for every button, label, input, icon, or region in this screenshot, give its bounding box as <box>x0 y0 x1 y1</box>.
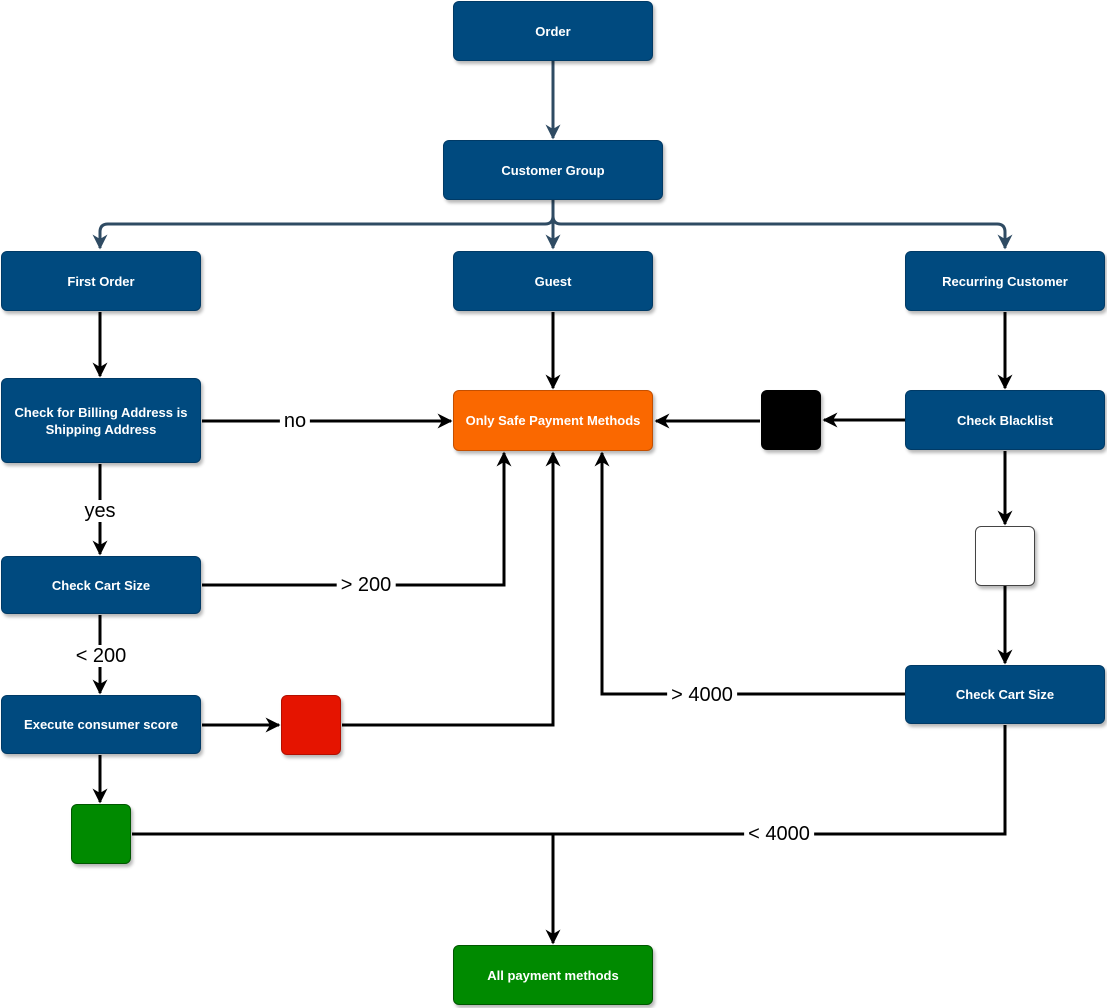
edge-cart-size-right-to-only-safe <box>594 451 905 696</box>
node-check-billing-address: Check for Billing Address is Shipping Ad… <box>1 378 201 463</box>
edge-label-gt4000: > 4000 <box>667 684 737 706</box>
edge-cart-size-to-only-safe <box>202 451 512 587</box>
node-black-decision <box>761 390 821 450</box>
node-check-blacklist: Check Blacklist <box>905 390 1105 450</box>
node-recurring-customer: Recurring Customer <box>905 251 1105 311</box>
node-check-cart-size-right: Check Cart Size <box>905 665 1105 724</box>
node-red-decision <box>281 695 341 755</box>
edge-label-lt200: < 200 <box>71 645 131 667</box>
edge-label-no: no <box>279 410 311 432</box>
node-only-safe-payment-methods: Only Safe Payment Methods <box>453 390 653 451</box>
node-check-cart-size-left: Check Cart Size <box>1 556 201 614</box>
node-order: Order <box>453 1 653 61</box>
edge-cart-size-right-to-all-payment <box>553 725 1007 836</box>
node-all-payment-methods: All payment methods <box>453 945 653 1005</box>
edge-label-lt4000: < 4000 <box>744 823 814 845</box>
edge-label-gt200: > 200 <box>336 574 396 596</box>
edge-label-yes: yes <box>80 500 120 522</box>
node-green-decision <box>71 804 131 864</box>
edge-green-to-all-payment <box>132 832 561 945</box>
edge-customer-group-to-first-order <box>92 200 555 250</box>
edge-customer-group-to-recurring <box>551 200 1013 250</box>
node-first-order: First Order <box>1 251 201 311</box>
node-guest: Guest <box>453 251 653 311</box>
node-execute-consumer-score: Execute consumer score <box>1 695 201 754</box>
node-white-decision <box>975 526 1035 586</box>
edge-red-to-only-safe <box>342 451 561 727</box>
node-customer-group: Customer Group <box>443 140 663 200</box>
